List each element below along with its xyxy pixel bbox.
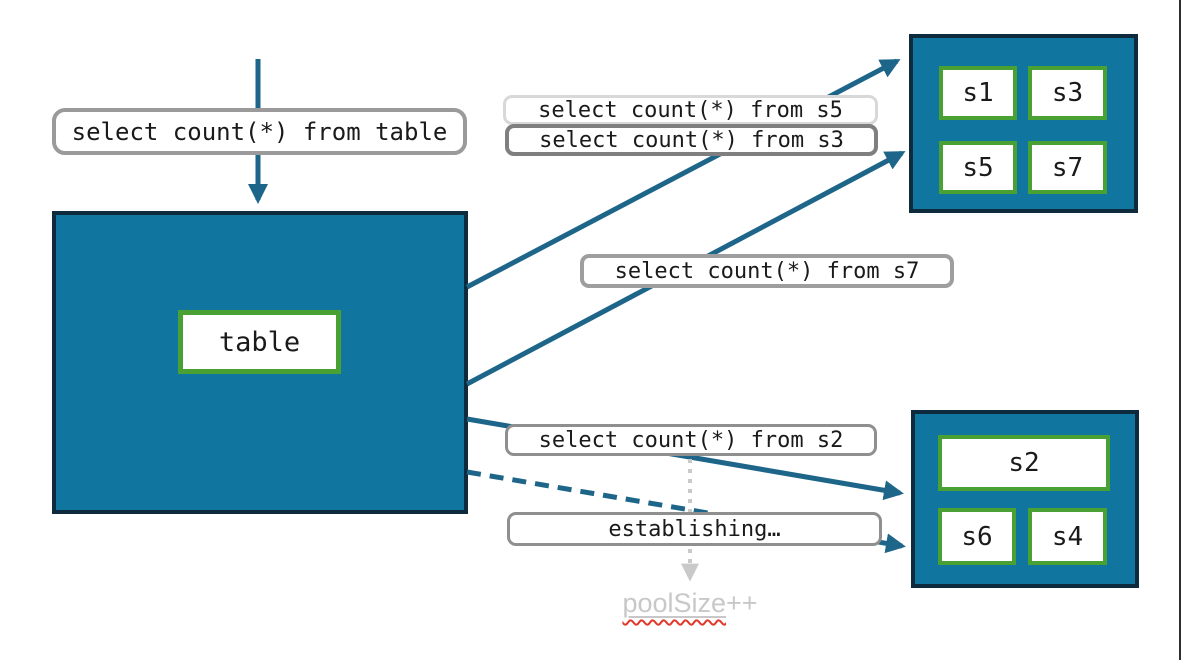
shard-s6: s6 (938, 508, 1016, 565)
query-label-establishing: establishing… (507, 512, 882, 546)
shard-s6-label: s6 (961, 521, 993, 552)
query-label-s7: select count(*) from s7 (580, 254, 954, 288)
shard-s4-label: s4 (1051, 521, 1084, 552)
query-label-table: select count(*) from table (52, 108, 467, 155)
shard-s1: s1 (939, 66, 1017, 120)
slide-edge-line (1179, 0, 1181, 660)
query-label-s3: select count(*) from s3 (505, 124, 878, 156)
query-label-s2-text: select count(*) from s2 (538, 427, 844, 453)
shard-group-bottom: s2 s6 s4 (911, 410, 1139, 588)
poolsize-text: poolSize (622, 588, 727, 618)
query-label-s7-text: select count(*) from s7 (614, 258, 920, 284)
query-label-table-text: select count(*) from table (71, 117, 448, 146)
shard-s5-label: s5 (962, 152, 994, 183)
shard-group-top: s1 s3 s5 s7 (909, 34, 1138, 213)
query-label-establishing-text: establishing… (608, 516, 781, 542)
shard-s5: s5 (939, 141, 1017, 194)
poolsize-underline: poolSize (622, 588, 726, 618)
table-label: table (218, 326, 301, 358)
query-label-s3-text: select count(*) from s3 (539, 127, 844, 153)
table-label-box: table (178, 310, 341, 374)
shard-s7-label: s7 (1051, 152, 1084, 183)
query-label-s5-text: select count(*) from s5 (538, 97, 843, 123)
shard-s2-label: s2 (1008, 448, 1040, 478)
query-label-s5: select count(*) from s5 (503, 95, 878, 125)
poolsize-note: poolSize++ (600, 588, 780, 619)
shard-s2: s2 (938, 435, 1110, 491)
poolsize-suffix: ++ (726, 588, 758, 618)
table-node: table (52, 211, 468, 514)
shard-s1-label: s1 (962, 78, 994, 108)
shard-s4: s4 (1028, 508, 1107, 565)
shard-s3-label: s3 (1051, 78, 1084, 108)
shard-s3: s3 (1028, 66, 1107, 120)
shard-s7: s7 (1028, 141, 1107, 194)
query-label-s2: select count(*) from s2 (505, 424, 877, 456)
